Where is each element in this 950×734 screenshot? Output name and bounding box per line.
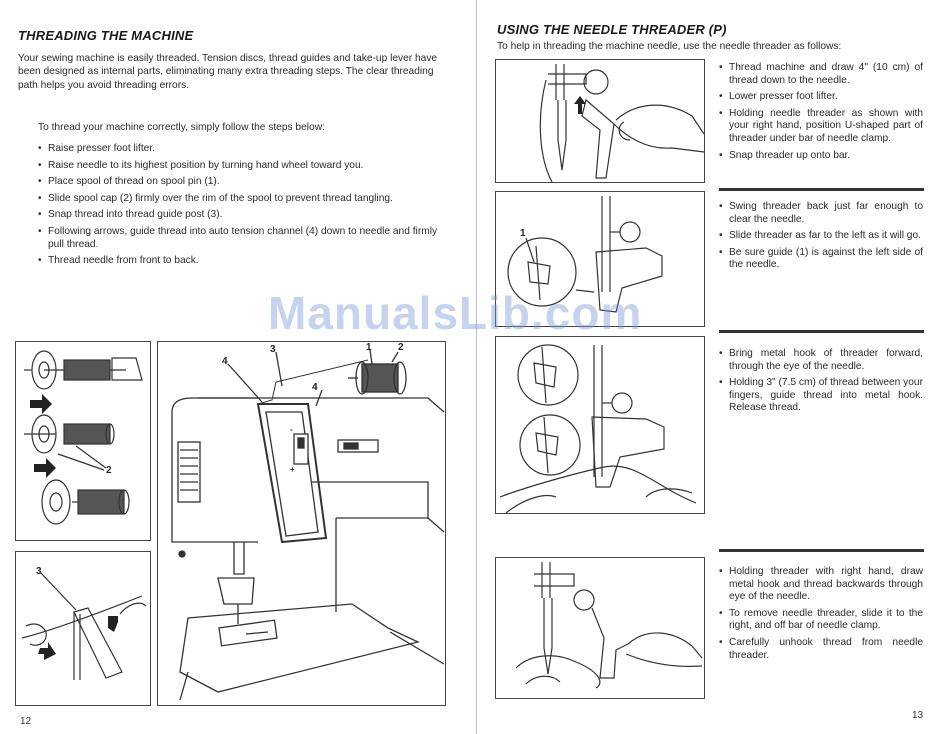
right-intro: To help in threading the machine needle,…	[497, 41, 842, 52]
page-gutter	[476, 0, 477, 734]
list-item: Snap threader up onto bar.	[719, 150, 923, 163]
arrow-up-icon	[574, 96, 586, 114]
threader-step3-figure	[495, 336, 705, 514]
label-3: 3	[36, 566, 42, 577]
list-item: Carefully unhook thread from needle thre…	[719, 637, 923, 662]
arrow-right-icon	[34, 458, 56, 478]
left-intro-paragraph: Your sewing machine is easily threaded. …	[18, 53, 438, 91]
threader-step2-illustration: 1	[507, 196, 663, 313]
threader-step4-list: Holding threader with right hand, draw m…	[719, 566, 923, 666]
arrow-down-icon	[38, 642, 56, 660]
label-4: 4	[312, 382, 318, 393]
arrow-down-icon	[108, 616, 118, 632]
left-page-title: THREADING THE MACHINE	[18, 28, 194, 43]
guide-post-illustration: 3	[21, 566, 147, 680]
threader-step4-figure	[495, 557, 705, 699]
label-1: 1	[520, 228, 526, 239]
section-rule	[719, 188, 924, 191]
threader-step4-illustration	[515, 562, 703, 689]
threader-step1-figure	[495, 59, 705, 183]
minus-sign: -	[290, 425, 293, 434]
threader-step3-list: Bring metal hook of threader forward, th…	[719, 348, 923, 419]
plus-sign: +	[290, 465, 295, 474]
section-rule	[719, 549, 924, 552]
section-rule	[719, 330, 924, 333]
list-item: Be sure guide (1) is against the left si…	[719, 247, 923, 272]
label-2: 2	[398, 342, 404, 353]
list-item: To remove needle threader, slide it to t…	[719, 608, 923, 633]
label-4: 4	[222, 356, 228, 367]
list-item: Place spool of thread on spool pin (1).	[38, 176, 448, 189]
arrow-right-icon	[30, 394, 52, 414]
label-1: 1	[366, 342, 372, 353]
sewing-machine-illustration: 3 4 4 1 2 - +	[171, 342, 445, 701]
list-item: Following arrows, guide thread into auto…	[38, 226, 448, 251]
right-page-title: USING THE NEEDLE THREADER (P)	[497, 22, 727, 37]
threader-step1-list: Thread machine and draw 4" (10 cm) of th…	[719, 62, 923, 166]
threader-step1-illustration	[539, 64, 704, 182]
label-3: 3	[270, 344, 276, 355]
threader-step3-illustration	[499, 344, 697, 513]
right-page-number: 13	[912, 710, 924, 721]
threader-step2-figure: 1	[495, 191, 705, 327]
list-item: Slide threader as far to the left as it …	[719, 230, 923, 243]
list-item: Holding needle threader as shown with yo…	[719, 108, 923, 146]
threading-steps-list: Raise presser foot lifter. Raise needle …	[38, 143, 448, 272]
watermark: ManualsLib.com	[268, 287, 643, 339]
machine-threading-figure: 3 4 4 1 2 - +	[157, 341, 446, 706]
label-2: 2	[106, 465, 112, 476]
list-item: Bring metal hook of threader forward, th…	[719, 348, 923, 373]
list-item: Holding threader with right hand, draw m…	[719, 566, 923, 604]
list-item: Slide spool cap (2) firmly over the rim …	[38, 193, 448, 206]
list-item: Raise needle to its highest position by …	[38, 160, 448, 173]
left-page-number: 12	[20, 716, 32, 727]
list-item: Holding 3" (7.5 cm) of thread between yo…	[719, 377, 923, 415]
list-item: Thread machine and draw 4" (10 cm) of th…	[719, 62, 923, 87]
list-item: Swing threader back just far enough to c…	[719, 201, 923, 226]
list-item: Raise presser foot lifter.	[38, 143, 448, 156]
list-item: Lower presser foot lifter.	[719, 91, 923, 104]
guide-post-figure: 3	[15, 551, 151, 706]
left-steps-lead: To thread your machine correctly, simply…	[38, 122, 325, 133]
list-item: Thread needle from front to back.	[38, 255, 448, 268]
list-item: Snap thread into thread guide post (3).	[38, 209, 448, 222]
spool-cap-figure: 2	[15, 341, 151, 541]
threader-step2-list: Swing threader back just far enough to c…	[719, 201, 923, 276]
spool-cap-illustration: 2	[24, 350, 143, 525]
